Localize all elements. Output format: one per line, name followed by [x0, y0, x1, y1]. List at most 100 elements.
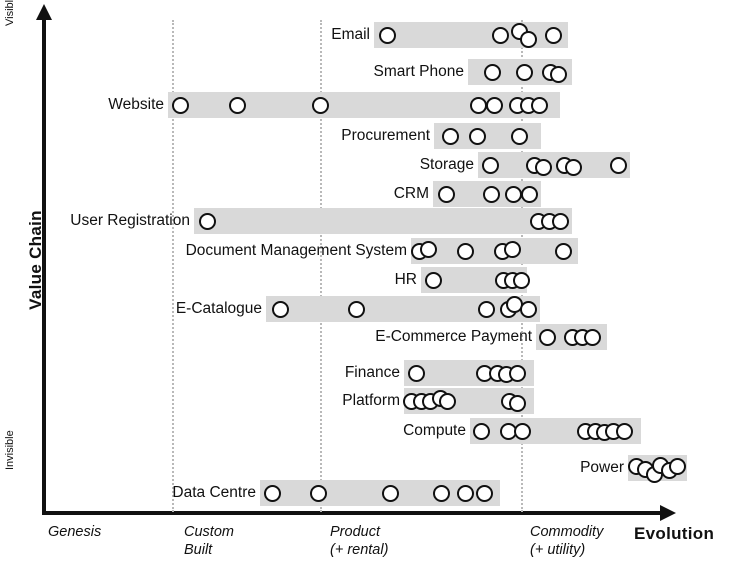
component-node[interactable]: [468, 127, 486, 145]
component-label[interactable]: HR: [394, 271, 417, 288]
stage-divider-3: [521, 20, 523, 512]
component-node[interactable]: [271, 300, 289, 318]
row-band: [374, 22, 568, 48]
component-node[interactable]: [472, 422, 490, 440]
component-node[interactable]: [482, 185, 500, 203]
component-label[interactable]: User Registration: [70, 212, 190, 229]
component-node[interactable]: [510, 127, 528, 145]
component-node[interactable]: [438, 392, 456, 410]
value-chain-axis: [42, 18, 46, 515]
component-node[interactable]: [469, 96, 487, 114]
component-label[interactable]: Smart Phone: [373, 63, 464, 80]
component-node[interactable]: [668, 457, 686, 475]
component-label[interactable]: E-Catalogue: [175, 300, 262, 317]
component-node[interactable]: [378, 26, 396, 44]
component-node[interactable]: [491, 26, 509, 44]
row-band: [266, 296, 540, 322]
component-node[interactable]: [456, 484, 474, 502]
component-label[interactable]: Compute: [403, 422, 466, 439]
component-node[interactable]: [437, 185, 455, 203]
component-node[interactable]: [477, 300, 495, 318]
component-label[interactable]: Storage: [419, 156, 474, 173]
component-node[interactable]: [198, 212, 216, 230]
component-node[interactable]: [347, 300, 365, 318]
map-row: Smart Phone: [0, 59, 739, 85]
component-node[interactable]: [456, 242, 474, 260]
map-row: E-Commerce Payment: [0, 324, 739, 350]
component-label[interactable]: Document Management System: [185, 242, 407, 259]
component-node[interactable]: [615, 422, 633, 440]
component-node[interactable]: [381, 484, 399, 502]
map-row: CRM: [0, 181, 739, 207]
component-node[interactable]: [407, 364, 425, 382]
map-row: Email: [0, 22, 739, 48]
component-label[interactable]: E-Commerce Payment: [375, 328, 532, 345]
map-row: Storage: [0, 152, 739, 178]
map-row: Procurement: [0, 123, 739, 149]
component-node[interactable]: [475, 484, 493, 502]
component-node[interactable]: [564, 158, 582, 176]
row-band: [478, 152, 630, 178]
component-node[interactable]: [503, 240, 521, 258]
component-label[interactable]: Website: [108, 96, 164, 113]
component-node[interactable]: [263, 484, 281, 502]
component-node[interactable]: [530, 96, 548, 114]
component-node[interactable]: [311, 96, 329, 114]
stage-divider-2: [320, 20, 322, 512]
component-node[interactable]: [513, 422, 531, 440]
component-label[interactable]: Power: [580, 459, 624, 476]
component-node[interactable]: [512, 271, 530, 289]
component-node[interactable]: [538, 328, 556, 346]
map-row: Finance: [0, 360, 739, 386]
stage-label-3: Commodity (+ utility): [530, 524, 604, 558]
component-node[interactable]: [309, 484, 327, 502]
component-node[interactable]: [609, 156, 627, 174]
component-node[interactable]: [485, 96, 503, 114]
component-node[interactable]: [432, 484, 450, 502]
component-node[interactable]: [508, 394, 526, 412]
component-node[interactable]: [519, 300, 537, 318]
component-label[interactable]: Data Centre: [172, 484, 256, 501]
component-node[interactable]: [441, 127, 459, 145]
stage-label-2: Product (+ rental): [330, 524, 389, 558]
component-node[interactable]: [171, 96, 189, 114]
component-label[interactable]: Platform: [342, 392, 400, 409]
map-row: Data Centre: [0, 480, 739, 506]
component-label[interactable]: Procurement: [341, 127, 430, 144]
map-row: E-Catalogue: [0, 295, 739, 322]
component-node[interactable]: [583, 328, 601, 346]
evolution-axis-arrow-icon: [660, 505, 676, 521]
map-row: Platform: [0, 388, 739, 414]
map-row: User Registration: [0, 208, 739, 234]
map-row: Compute: [0, 418, 739, 444]
component-node[interactable]: [424, 271, 442, 289]
component-node[interactable]: [483, 63, 501, 81]
component-node[interactable]: [515, 63, 533, 81]
row-band: [194, 208, 572, 234]
component-node[interactable]: [544, 26, 562, 44]
component-node[interactable]: [554, 242, 572, 260]
component-node[interactable]: [228, 96, 246, 114]
map-row: Document Management System: [0, 238, 739, 264]
component-node[interactable]: [551, 212, 569, 230]
map-row: HR: [0, 267, 739, 293]
component-label[interactable]: Finance: [344, 364, 400, 381]
component-node[interactable]: [419, 240, 437, 258]
component-node[interactable]: [534, 158, 552, 176]
x-axis-title: Evolution: [634, 524, 715, 543]
map-row: Power: [0, 455, 739, 483]
component-node[interactable]: [549, 65, 567, 83]
component-node[interactable]: [481, 156, 499, 174]
map-row: Website: [0, 92, 739, 118]
component-node[interactable]: [520, 185, 538, 203]
stage-label-0: Genesis: [48, 524, 102, 540]
component-node[interactable]: [508, 364, 526, 382]
stage-divider-1: [172, 20, 174, 512]
component-label[interactable]: Email: [331, 26, 370, 43]
evolution-axis: [42, 511, 664, 515]
component-node[interactable]: [504, 185, 522, 203]
component-label[interactable]: CRM: [393, 185, 429, 202]
value-chain-axis-arrow-icon: [36, 4, 52, 20]
component-node[interactable]: [519, 30, 537, 48]
